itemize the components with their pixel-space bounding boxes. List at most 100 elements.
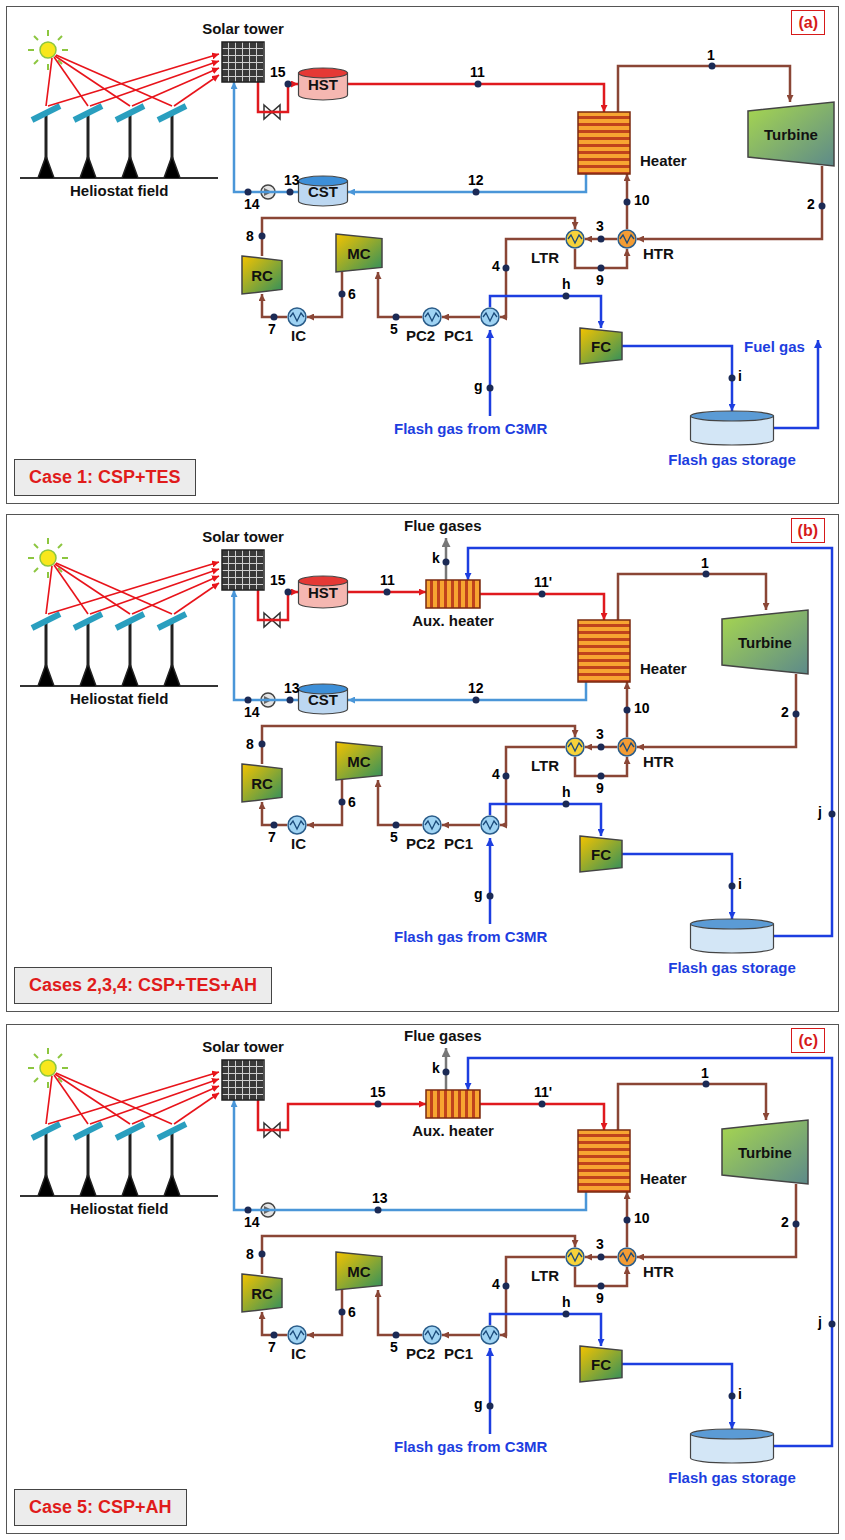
gas-storage-shape <box>690 1429 774 1463</box>
state-number: 6 <box>348 286 356 303</box>
state-point <box>539 1101 546 1108</box>
state-point <box>703 1081 710 1088</box>
state-point <box>829 1321 836 1328</box>
flow-line <box>258 590 298 620</box>
recuperator-shape <box>565 737 585 757</box>
state-point <box>829 811 836 818</box>
component-label: Heater <box>640 1170 687 1187</box>
aux-heater: Aux. heater <box>426 1090 480 1118</box>
state-point <box>393 314 400 321</box>
path-stroke <box>483 821 497 829</box>
state-point <box>503 773 510 780</box>
component-label: Turbine <box>722 634 808 651</box>
solar-tower-shape <box>222 42 264 82</box>
state-number: 5 <box>390 1339 398 1356</box>
cooler: PC1 <box>480 815 500 835</box>
compressor: MC <box>336 1252 382 1290</box>
gas-storage-shape <box>690 919 774 953</box>
solar-tower: Solar tower <box>222 550 264 590</box>
flow-line <box>622 1364 732 1429</box>
panel-a-art <box>20 30 818 428</box>
state-point <box>285 589 292 596</box>
stream-label: Flue gases <box>404 1027 482 1044</box>
cooler: PC1 <box>480 307 500 327</box>
state-point <box>563 293 570 300</box>
state-number: 1 <box>701 1065 709 1082</box>
state-number: h <box>562 784 571 801</box>
component-label: PC1 <box>444 327 473 344</box>
cooler-shape <box>422 1325 442 1345</box>
state-number: i <box>738 1386 742 1403</box>
rect-stroke <box>426 580 480 608</box>
flow-line <box>500 747 565 825</box>
state-point <box>259 233 266 240</box>
cooler: PC1 <box>480 1325 500 1345</box>
cooler: PC2 <box>422 815 442 835</box>
polygon-stroke <box>336 1252 382 1290</box>
state-point <box>624 707 631 714</box>
compressor: FC <box>580 1346 622 1382</box>
heater: Heater <box>578 620 630 682</box>
component-label: IC <box>291 327 306 344</box>
rect-stroke <box>426 1090 480 1118</box>
state-point <box>563 1311 570 1318</box>
state-point <box>393 1332 400 1339</box>
case-label: Cases 2,3,4: CSP+TES+AH <box>14 967 272 1004</box>
gas-storage-shape <box>690 411 774 445</box>
state-number: 3 <box>596 726 604 743</box>
state-number: j <box>818 804 822 821</box>
state-number: 15 <box>270 572 286 589</box>
recuperator-shape <box>617 737 637 757</box>
state-point <box>473 697 480 704</box>
heliostat-field: Heliostat field <box>20 98 216 202</box>
component-label: IC <box>291 1345 306 1362</box>
state-number: 10 <box>634 700 650 717</box>
state-point <box>271 314 278 321</box>
flow-line <box>622 346 732 411</box>
flow-line <box>442 824 480 827</box>
component-label: Flash gas storage <box>668 1469 796 1486</box>
state-point <box>819 203 826 210</box>
polygon-stroke <box>722 1120 808 1184</box>
state-point <box>793 1221 800 1228</box>
diagram-panel: (c)Case 5: CSP+AHSolar towerHeliostat fi… <box>6 1024 839 1534</box>
circle-stroke <box>481 1326 499 1344</box>
state-point <box>259 1251 266 1258</box>
state-number: 11' <box>534 1084 552 1101</box>
flow-line <box>500 1257 565 1335</box>
circle-stroke <box>288 1326 306 1344</box>
cooler-shape <box>287 307 307 327</box>
state-number: j <box>818 1314 822 1331</box>
component-label: HST <box>298 76 348 93</box>
gas-storage: Flash gas storage <box>690 919 774 953</box>
component-label: Solar tower <box>202 528 284 545</box>
flow-line <box>480 594 604 620</box>
ellipse-stroke <box>691 1429 774 1439</box>
flow-line <box>480 1104 604 1130</box>
stream-label: Flue gases <box>404 517 482 534</box>
component-label: HTR <box>643 1263 674 1280</box>
polygon-stroke <box>336 742 382 780</box>
diagram-panel: (a)Case 1: CSP+TESSolar towerHeliostat f… <box>6 6 839 504</box>
compressor: RC <box>242 1274 282 1312</box>
path-stroke <box>290 821 304 829</box>
state-number: 1 <box>701 555 709 572</box>
state-number: g <box>474 378 483 395</box>
state-point <box>729 1393 736 1400</box>
flow-line <box>262 218 575 256</box>
state-point <box>245 697 252 704</box>
component-label: Aux. heater <box>412 1122 494 1139</box>
path-stroke <box>620 743 634 751</box>
component-label: Heater <box>640 660 687 677</box>
path-stroke <box>620 235 634 243</box>
path-stroke <box>290 1331 304 1339</box>
path-stroke <box>483 313 497 321</box>
cooler: IC <box>287 815 307 835</box>
flow-line <box>468 548 832 936</box>
state-point <box>271 1332 278 1339</box>
state-point <box>598 236 605 243</box>
stream-label: Fuel gas <box>744 338 805 355</box>
state-point <box>245 1207 252 1214</box>
aux-heater-shape <box>426 580 480 608</box>
path-stroke <box>568 235 582 243</box>
